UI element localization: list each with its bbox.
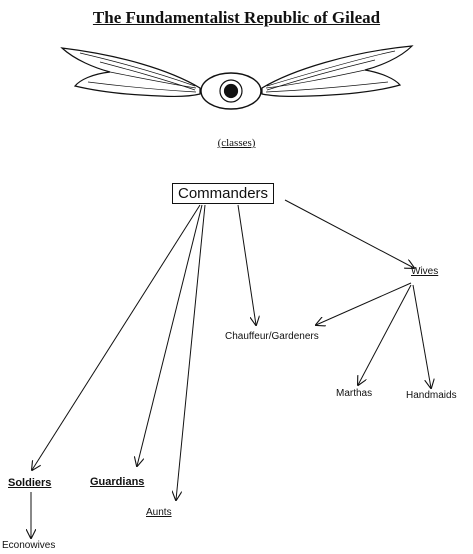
edge-commanders-aunts	[176, 204, 206, 500]
node-aunts: Aunts	[146, 507, 172, 518]
edge-wives-chauffeurs	[316, 282, 412, 325]
node-soldiers: Soldiers	[8, 477, 52, 489]
eye-pupil	[223, 83, 239, 99]
diagram-edges	[31, 199, 431, 538]
edge-commanders-guardians	[137, 204, 203, 466]
eye-outline	[200, 72, 262, 110]
node-commanders: Commanders	[172, 183, 275, 204]
node-handmaids: Handmaids	[406, 390, 457, 401]
edge-commanders-chauffeurs	[237, 204, 256, 325]
node-wives: Wives	[411, 266, 439, 277]
node-econowives: Econowives	[2, 540, 56, 551]
edge-commanders-wives	[284, 199, 414, 268]
node-guardians: Guardians	[90, 476, 145, 488]
diagram-subtitle: (classes)	[217, 137, 256, 149]
edge-wives-handmaids	[412, 284, 431, 388]
winged-eye-emblem	[60, 45, 414, 110]
node-marthas: Marthas	[336, 388, 373, 399]
node-chauffeur-gardeners: Chauffeur/Gardeners	[225, 331, 319, 342]
eye-iris	[219, 79, 243, 103]
edge-commanders-soldiers	[32, 204, 201, 470]
left-wing	[60, 47, 201, 97]
right-wing	[261, 45, 414, 97]
page-title: The Fundamentalist Republic of Gilead	[92, 8, 381, 27]
edge-wives-marthas	[358, 284, 412, 385]
